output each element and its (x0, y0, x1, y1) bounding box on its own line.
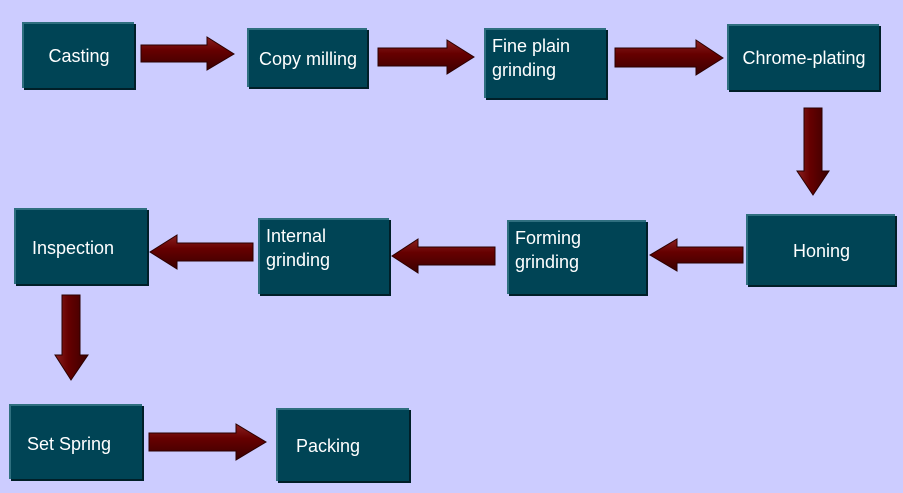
step-label: Packing (296, 435, 361, 456)
arrow-set-spring-to-packing (148, 423, 267, 461)
arrow-copy-milling-to-fine-plain-grinding (377, 39, 475, 75)
step-label: Casting (48, 46, 110, 66)
step-casting: Casting (22, 22, 134, 88)
step-internal-grinding: Internal grinding (258, 218, 389, 294)
arrow-internal-grinding-to-inspection (149, 234, 254, 270)
arrow-honing-to-forming-grinding (649, 238, 744, 272)
arrow-forming-grinding-to-internal-grinding (391, 238, 496, 274)
step-honing: Honing (746, 214, 895, 285)
step-label: Forming grinding (515, 228, 582, 272)
step-forming-grinding: Forming grinding (507, 220, 646, 294)
arrow-inspection-to-set-spring (54, 294, 89, 381)
arrow-fine-plain-grinding-to-chrome-plating (614, 39, 724, 76)
step-set-spring: Set Spring (9, 404, 142, 479)
step-fine-plain-grinding: Fine plain grinding (484, 28, 606, 98)
arrow-chrome-plating-to-honing (796, 107, 830, 196)
step-label: Honing (792, 240, 851, 261)
step-label: Copy milling (258, 48, 358, 69)
step-chrome-plating: Chrome-plating (727, 24, 879, 90)
step-inspection: Inspection (14, 208, 147, 284)
step-packing: Packing (276, 408, 409, 481)
step-copy-milling: Copy milling (247, 28, 367, 87)
step-label: Inspection (32, 238, 115, 258)
step-label: Fine plain grinding (492, 36, 571, 80)
step-label: Set Spring (27, 434, 112, 454)
step-label: Chrome-plating (742, 48, 866, 68)
step-label: Internal grinding (266, 226, 331, 270)
arrow-casting-to-copy-milling (140, 36, 235, 71)
